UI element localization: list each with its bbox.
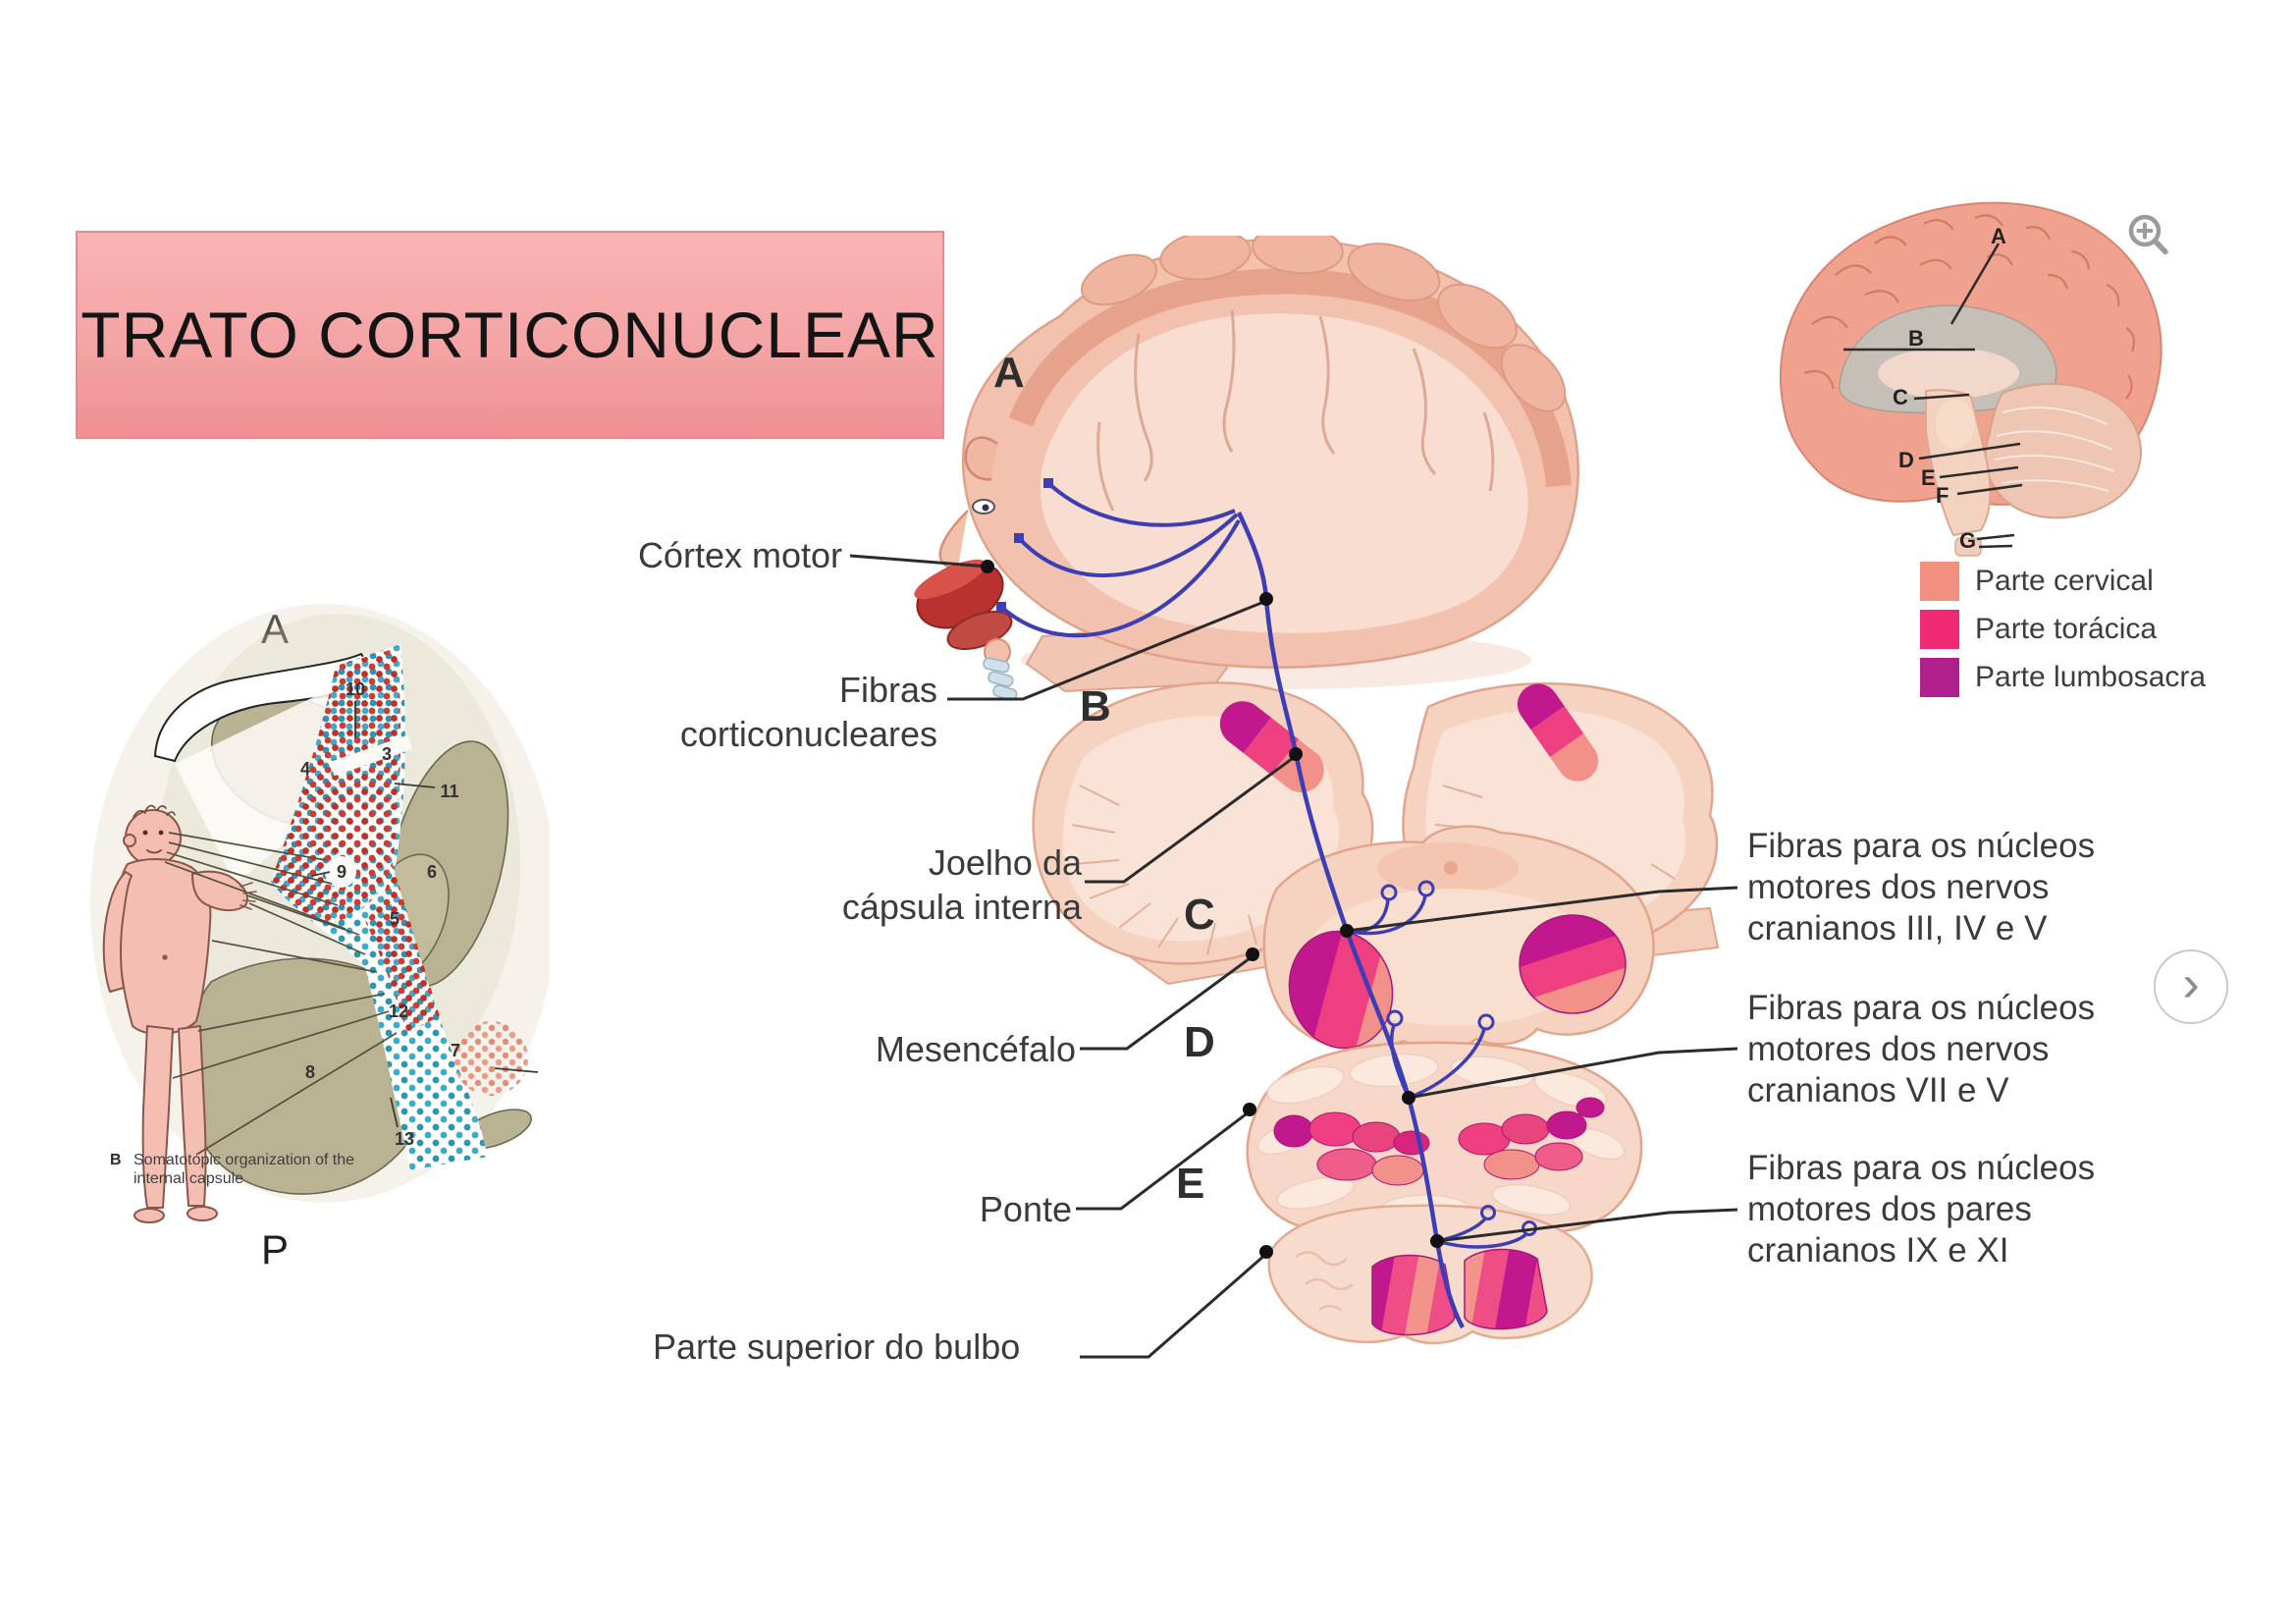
- annotation-cortex-motor: Córtex motor: [637, 535, 842, 575]
- chevron-right-icon: ›: [2182, 955, 2200, 1012]
- annotation-cranial-nerves-3: Fibras para os núcleos motores dos pares…: [1747, 1148, 2095, 1272]
- projection-lines: [164, 832, 398, 1156]
- caption-text: Somatotopic organization of the internal…: [133, 1152, 355, 1187]
- figure-number: 13: [395, 1129, 414, 1149]
- homunculus-baby-figure: [102, 804, 257, 1223]
- figure-number: 11: [440, 782, 458, 801]
- left-figure-label-a: A: [261, 606, 290, 652]
- right-label-line: motores dos nervos: [1747, 868, 2050, 906]
- right-label-line: cranianos VII e V: [1747, 1071, 2009, 1110]
- figure-number: 7: [451, 1041, 460, 1060]
- legend-label-lumbosacra: Parte lumbosacra: [1975, 661, 2207, 693]
- page-title: TRATO CORTICONUCLEAR: [80, 298, 939, 371]
- legend-item-cervical: Parte cervical: [1920, 562, 2206, 601]
- mini-label-c: C: [1893, 385, 1908, 409]
- right-label-line: cranianos III, IV e V: [1747, 909, 2048, 947]
- legend-swatch-toracica: [1920, 610, 1959, 649]
- legend-label-cervical: Parte cervical: [1975, 565, 2154, 597]
- mini-label-d: D: [1898, 448, 1914, 472]
- figure-number: 5: [390, 909, 400, 929]
- number-pointer-lines: [311, 701, 539, 1128]
- figure-number: 4: [300, 759, 310, 779]
- left-figure-label-p: P: [261, 1226, 290, 1272]
- annotation-fibras-line2: corticonucleares: [679, 714, 937, 754]
- annotation-joelho-line2: cápsula interna: [841, 887, 1082, 927]
- capsule-band: [271, 644, 528, 1170]
- mini-label-b: B: [1908, 326, 1924, 351]
- legend-item-toracica: Parte torácica: [1920, 610, 2206, 649]
- figure-number: 10: [346, 679, 365, 699]
- section-e-medulla: [1267, 1204, 1593, 1345]
- mini-labels: A B C D E F G: [1893, 224, 2006, 553]
- homunculus-face: [914, 436, 1018, 701]
- section-label-a: A: [993, 349, 1025, 397]
- caption-prefix: B: [110, 1152, 122, 1168]
- next-slide-button[interactable]: ›: [2154, 949, 2228, 1024]
- annotation-cranial-nerves-2: Fibras para os núcleos motores dos nervo…: [1747, 988, 2095, 1111]
- annotation-joelho-line1: Joelho da: [928, 842, 1082, 883]
- leader-lines: [849, 554, 1738, 1359]
- legend: Parte cervical Parte torácica Parte lumb…: [1920, 562, 2206, 697]
- right-label-line: Fibras para os núcleos: [1747, 827, 2096, 865]
- legend-item-lumbosacra: Parte lumbosacra: [1920, 658, 2206, 697]
- mini-label-a: A: [1991, 224, 2006, 248]
- annotation-mesencefalo: Mesencéfalo: [875, 1029, 1076, 1069]
- figure-number: 9: [337, 862, 347, 882]
- right-label-line: motores dos pares: [1747, 1190, 2032, 1228]
- leader-dots: [981, 560, 1444, 1259]
- mini-label-g: G: [1959, 528, 1976, 553]
- zoom-in-icon[interactable]: [2124, 210, 2175, 261]
- mini-brain: [1779, 201, 2163, 557]
- right-label-line: motores dos nervos: [1747, 1030, 2050, 1068]
- figure-number: 8: [305, 1062, 315, 1082]
- corticonuclear-pathway-figure: [849, 236, 1738, 1359]
- spinal-overview-figure: A B C D E F G: [1779, 201, 2163, 557]
- right-label-line: Fibras para os núcleos: [1747, 1149, 2096, 1187]
- figure-numbers: 10 3 4 11 9 6 5 12 8 7 13: [300, 679, 460, 1149]
- annotation-fibras-line1: Fibras: [838, 670, 937, 710]
- figure-number: 6: [427, 862, 437, 882]
- somatotopic-figure: 10 3 4 11 9 6 5 12 8 7 13: [90, 604, 550, 1223]
- section-label-e: E: [1176, 1160, 1205, 1208]
- figure-number: 3: [382, 744, 392, 764]
- figure-caption: B Somatotopic organization of the intern…: [110, 1151, 381, 1188]
- figure-number: 12: [389, 1001, 408, 1021]
- legend-swatch-lumbosacra: [1920, 658, 1959, 697]
- annotation-cranial-nerves-1: Fibras para os núcleos motores dos nervo…: [1747, 826, 2095, 949]
- legend-swatch-cervical: [1920, 562, 1959, 601]
- mini-label-lines: [1843, 243, 2023, 549]
- annotation-fibras: Fibras corticonucleares: [545, 668, 937, 756]
- annotation-joelho: Joelho da cápsula interna: [689, 840, 1082, 929]
- right-label-line: Fibras para os núcleos: [1747, 989, 2096, 1027]
- section-label-d: D: [1184, 1018, 1215, 1066]
- section-label-b: B: [1080, 682, 1111, 731]
- section-a-brain: [914, 236, 1579, 701]
- annotation-bulbo: Parte superior do bulbo: [653, 1326, 1021, 1367]
- annotation-ponte: Ponte: [979, 1189, 1072, 1229]
- right-label-line: cranianos IX e XI: [1747, 1231, 2009, 1270]
- section-label-c: C: [1184, 891, 1215, 939]
- legend-label-toracica: Parte torácica: [1975, 613, 2158, 645]
- mini-label-e: E: [1921, 465, 1936, 490]
- title-box: TRATO CORTICONUCLEAR: [76, 231, 944, 439]
- mini-label-f: F: [1936, 483, 1949, 508]
